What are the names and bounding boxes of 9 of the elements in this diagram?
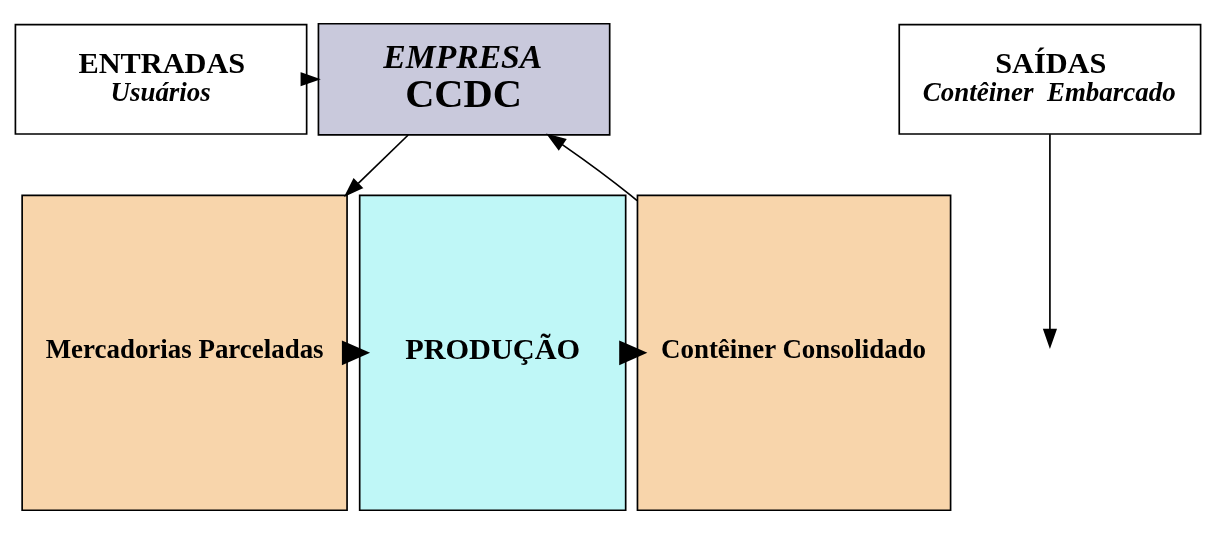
arrow — [619, 340, 648, 365]
node-box: EMPRESA CCDC — [317, 22, 611, 136]
arrow — [1042, 133, 1057, 349]
node-box: SAÍDAS Contêiner Embarcado — [898, 23, 1202, 135]
arrow — [343, 133, 410, 197]
node-box: Contêiner Consolidado — [636, 194, 952, 511]
arrow — [300, 71, 321, 86]
arrow — [341, 340, 371, 365]
arrow — [546, 133, 638, 202]
